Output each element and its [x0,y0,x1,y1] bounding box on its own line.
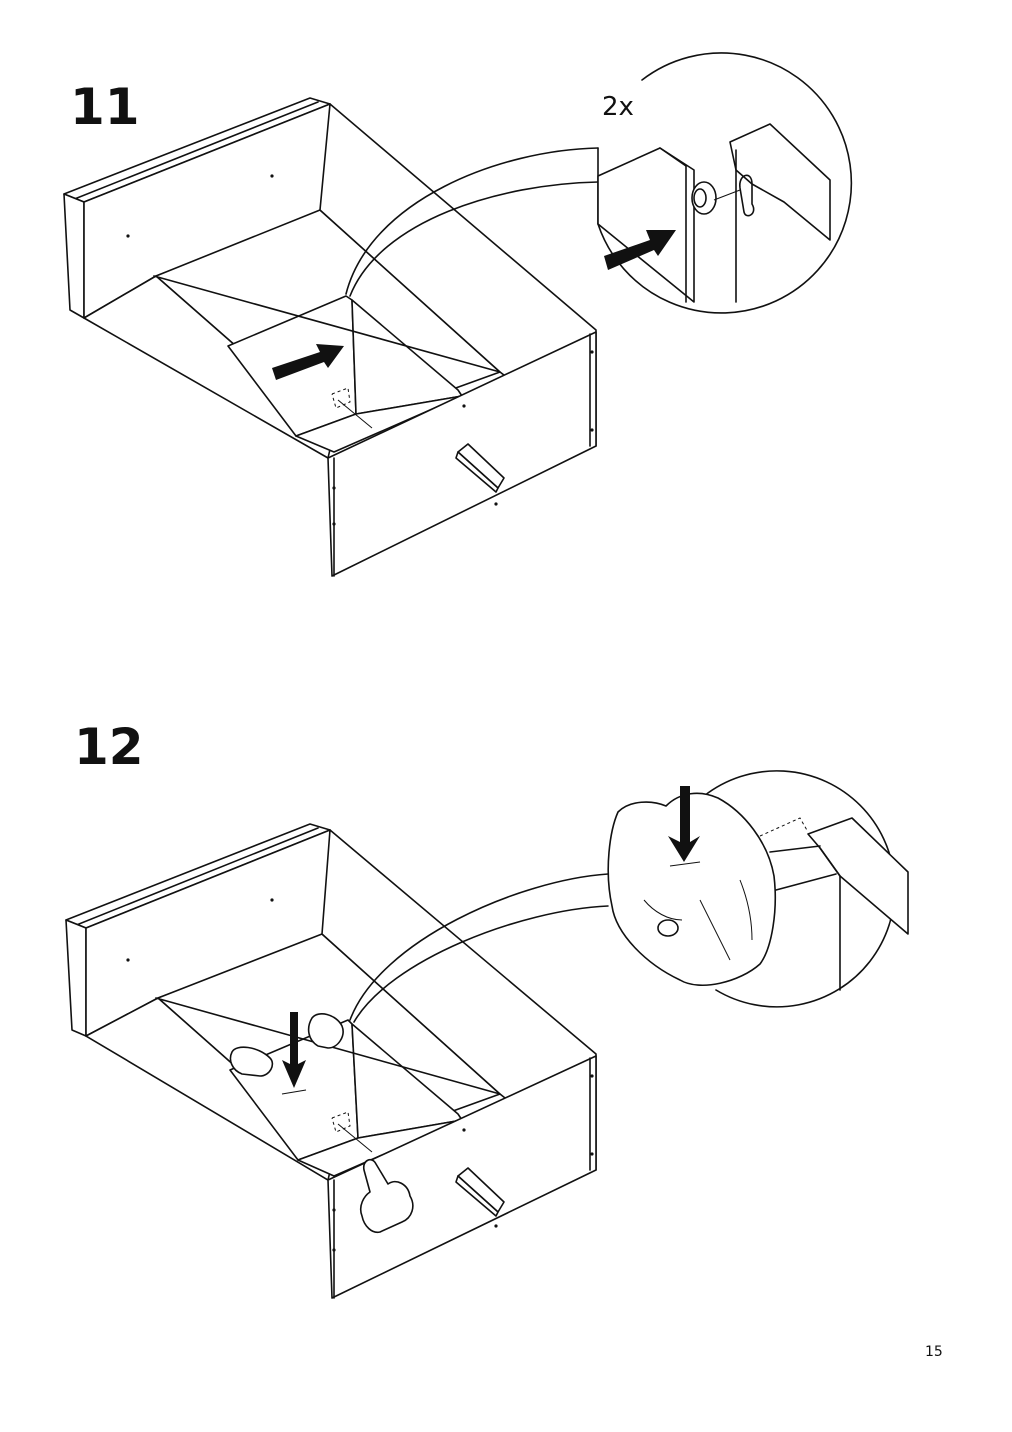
press-down-arrow-icon [282,1012,306,1088]
insert-arrow-icon [604,230,676,270]
quantity-label: 2x [602,92,634,122]
hand-icon [229,1046,274,1077]
step-number-12: 12 [74,718,144,776]
fist-icon [607,792,777,987]
pointing-hand-icon [359,1158,414,1234]
step11-drawer-box [63,97,599,577]
step12-detail-circle [607,770,909,1008]
step11-detail-circle [597,52,853,314]
step12-drawer-box [65,823,609,1299]
press-down-arrow-icon [668,786,700,862]
hand-icon [307,1013,344,1049]
step-number-11: 11 [70,78,140,136]
page-number: 15 [925,1344,943,1360]
push-arrow-icon [272,344,344,380]
